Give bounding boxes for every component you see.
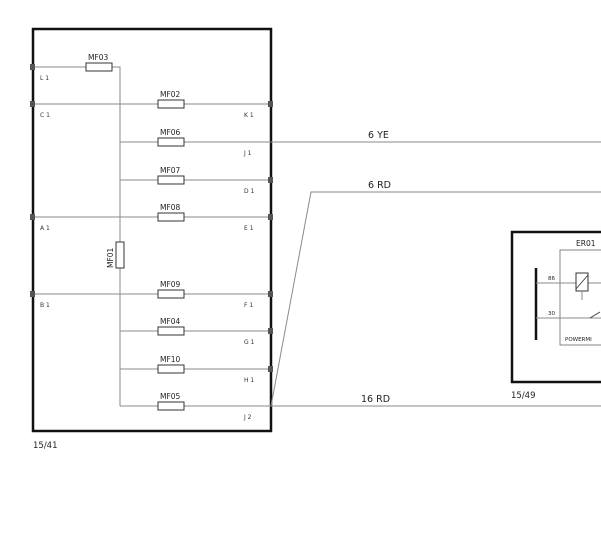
svg-text:6 YE: 6 YE	[368, 130, 389, 141]
svg-text:F 1: F 1	[244, 302, 253, 309]
svg-text:MF07: MF07	[160, 166, 181, 175]
svg-text:6 RD: 6 RD	[368, 180, 391, 191]
svg-text:MF06: MF06	[160, 128, 181, 137]
svg-text:B 1: B 1	[40, 302, 50, 309]
svg-text:MF04: MF04	[160, 317, 181, 326]
left-pins: L 1 C 1 A 1 B 1	[30, 64, 50, 309]
svg-text:16 RD: 16 RD	[361, 394, 390, 405]
svg-text:G 1: G 1	[244, 339, 255, 346]
relay-box-ref: 15/49	[511, 391, 536, 401]
svg-text:MF05: MF05	[160, 392, 181, 401]
svg-text:MF02: MF02	[160, 90, 181, 99]
svg-text:MF03: MF03	[88, 53, 109, 62]
svg-text:MF08: MF08	[160, 203, 181, 212]
relay-box-outline	[510, 230, 601, 384]
svg-text:H 1: H 1	[244, 377, 254, 384]
svg-text:A 1: A 1	[40, 225, 50, 232]
fuse-mf09: MF09	[33, 280, 271, 299]
svg-text:J 1: J 1	[243, 150, 252, 157]
fuse-box-ref: 15/41	[33, 441, 58, 451]
svg-text:30: 30	[548, 311, 555, 317]
fuse-mf06: MF06	[120, 128, 271, 147]
svg-text:D 1: D 1	[244, 188, 255, 195]
fuse-mf01: MF01	[106, 241, 125, 269]
svg-text:POWERMI: POWERMI	[565, 337, 592, 343]
relay-er01: ER01 86 30 POWERMI	[534, 239, 601, 346]
svg-text:J 2: J 2	[243, 414, 252, 421]
fuse-mf03: MF03	[33, 53, 121, 406]
fuse-box-outline	[31, 27, 273, 433]
fuse-mf07: MF07	[120, 166, 271, 185]
fuse-mf10: MF10	[120, 355, 271, 374]
wire-6-ye: 6 YE	[271, 130, 601, 143]
svg-text:L 1: L 1	[40, 75, 49, 82]
right-pins: K 1 J 1 D 1 E 1 F 1 G 1 H 1 J 2	[243, 101, 273, 421]
wire-16-rd: 16 RD	[271, 394, 601, 407]
svg-text:MF10: MF10	[160, 355, 181, 364]
fuse-mf02: MF02	[33, 90, 271, 109]
fuse-mf04: MF04	[120, 317, 271, 336]
svg-text:ER01: ER01	[576, 239, 596, 248]
svg-text:86: 86	[548, 276, 555, 282]
svg-text:MF01: MF01	[106, 247, 115, 268]
svg-text:K 1: K 1	[244, 112, 254, 119]
fuse-mf05: MF05	[120, 392, 271, 411]
wire-6-rd: 6 RD	[270, 180, 601, 407]
svg-text:MF09: MF09	[160, 280, 181, 289]
svg-text:C 1: C 1	[40, 112, 50, 119]
svg-text:E 1: E 1	[244, 225, 254, 232]
fuse-mf08: MF08	[33, 203, 271, 222]
